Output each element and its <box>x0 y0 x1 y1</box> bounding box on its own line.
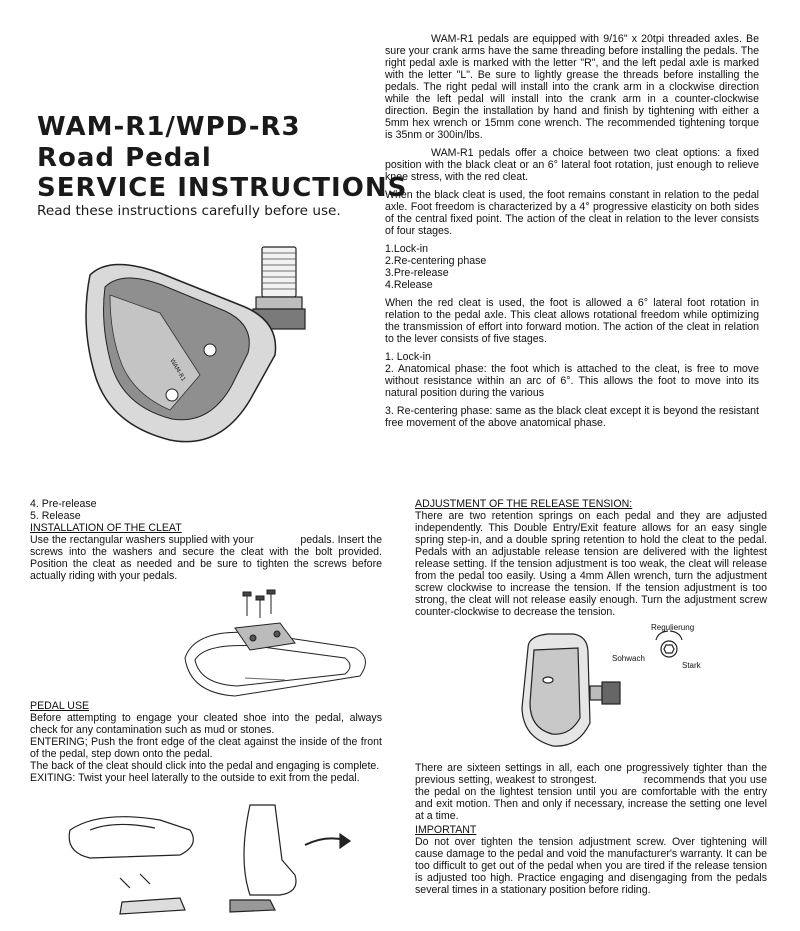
red-stage-2: 2. Anatomical phase: the foot which is a… <box>385 363 759 399</box>
intro-red-cleat: When the red cleat is used, the foot is … <box>385 297 759 345</box>
list-item: 1.Lock-in <box>385 243 428 255</box>
tension-text: There are two retention springs on each … <box>415 510 767 618</box>
left-column-bottom: PEDAL USE Before attempting to engage yo… <box>30 700 382 784</box>
pedal-illustration: WAM-R1 <box>85 246 306 443</box>
important-text: Do not over tighten the tension adjustme… <box>415 836 767 896</box>
use-paragraph-2: ENTERING; Push the front edge of the cle… <box>30 736 382 760</box>
red-stage-3: 3. Re-centering phase: same as the black… <box>385 405 759 429</box>
stage-5: 5. Release <box>30 510 81 522</box>
subtitle: Read these instructions carefully before… <box>37 203 341 219</box>
tension-heading: ADJUSTMENT OF THE RELEASE TENSION: <box>415 498 633 510</box>
title-line-2: Road Pedal <box>37 143 212 173</box>
list-item: 4.Release <box>385 279 433 291</box>
use-paragraph-1: Before attempting to engage your cleated… <box>30 712 382 736</box>
settings-text: There are sixteen settings in all, each … <box>415 762 770 822</box>
important-heading: IMPORTANT <box>415 824 477 836</box>
list-item: 3.Pre-release <box>385 267 449 279</box>
intro-cleat-options: WAM-R1 pedals offer a choice between two… <box>385 147 759 183</box>
intro-column: WAM-R1 pedals are equipped with 9/16" x … <box>385 33 759 429</box>
stage-4: 4. Pre-release <box>30 498 97 510</box>
install-text: Use the rectangular washers supplied wit… <box>30 534 385 582</box>
right-column-bottom: There are sixteen settings in all, each … <box>415 762 767 896</box>
black-stage-list: 1.Lock-in 2.Re-centering phase 3.Pre-rel… <box>385 243 759 291</box>
intro-threading: WAM-R1 pedals are equipped with 9/16" x … <box>385 33 759 141</box>
use-paragraph-4: EXITING: Twist your heel laterally to th… <box>30 772 360 784</box>
tension-adjust-illustration <box>521 630 683 747</box>
red-stage-1: 1. Lock-in <box>385 351 431 363</box>
list-item: 2.Re-centering phase <box>385 255 487 267</box>
label-regulierung: Regulierung <box>651 623 695 632</box>
title-line-1: WAM-R1/WPD-R3 <box>37 112 301 142</box>
use-heading: PEDAL USE <box>30 700 90 712</box>
right-column-top: ADJUSTMENT OF THE RELEASE TENSION: There… <box>415 498 767 618</box>
cleat-install-illustration <box>184 589 366 697</box>
install-heading: INSTALLATION OF THE CLEAT <box>30 522 182 534</box>
title-line-3: SERVICE INSTRUCTIONS <box>37 173 408 203</box>
intro-black-cleat: When the black cleat is used, the foot r… <box>385 189 759 237</box>
use-paragraph-3: The back of the cleat should click into … <box>30 760 380 772</box>
shoe-use-illustration <box>68 804 352 915</box>
left-column-top: 4. Pre-release 5. Release INSTALLATION O… <box>30 498 382 582</box>
label-schwach: Sohwach <box>612 654 645 663</box>
label-stark: Stark <box>682 661 701 670</box>
